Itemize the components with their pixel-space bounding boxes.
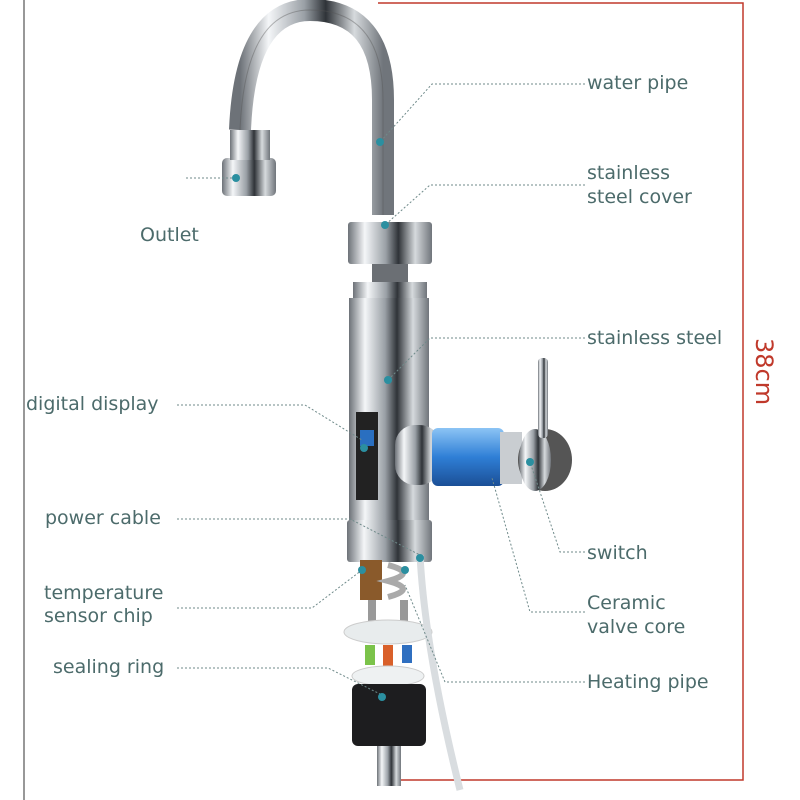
dimension-frame [378,2,744,781]
flange [343,619,433,645]
switch-lever [538,358,548,438]
label-ceramic-valve-core-line1: Ceramic [587,592,666,614]
label-outlet: Outlet [140,224,199,246]
threaded-inlet [377,746,401,786]
label-ceramic-valve-core-line2: valve core [587,616,686,638]
dimension-label: 38cm [750,338,778,406]
label-stainless-steel-cover-line1: stainless [587,162,671,184]
outlet-aerator [222,158,276,196]
ceramic-valve-core [432,428,504,486]
label-stainless-steel-cover-line2: steel cover [587,186,692,208]
temperature-sensor [360,560,382,600]
label-heating-pipe: Heating pipe [587,671,709,693]
leader-lines [177,83,585,696]
power-cable-line [416,554,464,791]
spout-pipe [229,0,394,215]
label-water-pipe: water pipe [587,72,689,94]
sealing-ring [351,665,425,687]
label-stainless-steel: stainless steel [587,327,723,349]
digital-display-screen [356,412,378,500]
label-sealing-ring: sealing ring [53,656,165,678]
label-temperature-sensor-chip-line2: sensor chip [44,605,153,627]
callout-dots [232,138,534,701]
label-digital-display: digital display [26,393,159,415]
steel-cover [348,222,432,264]
label-temperature-sensor-chip-line1: temperature [44,582,164,604]
label-power-cable: power cable [45,507,161,529]
mounting-nut [352,684,426,746]
label-switch: switch [587,542,648,564]
